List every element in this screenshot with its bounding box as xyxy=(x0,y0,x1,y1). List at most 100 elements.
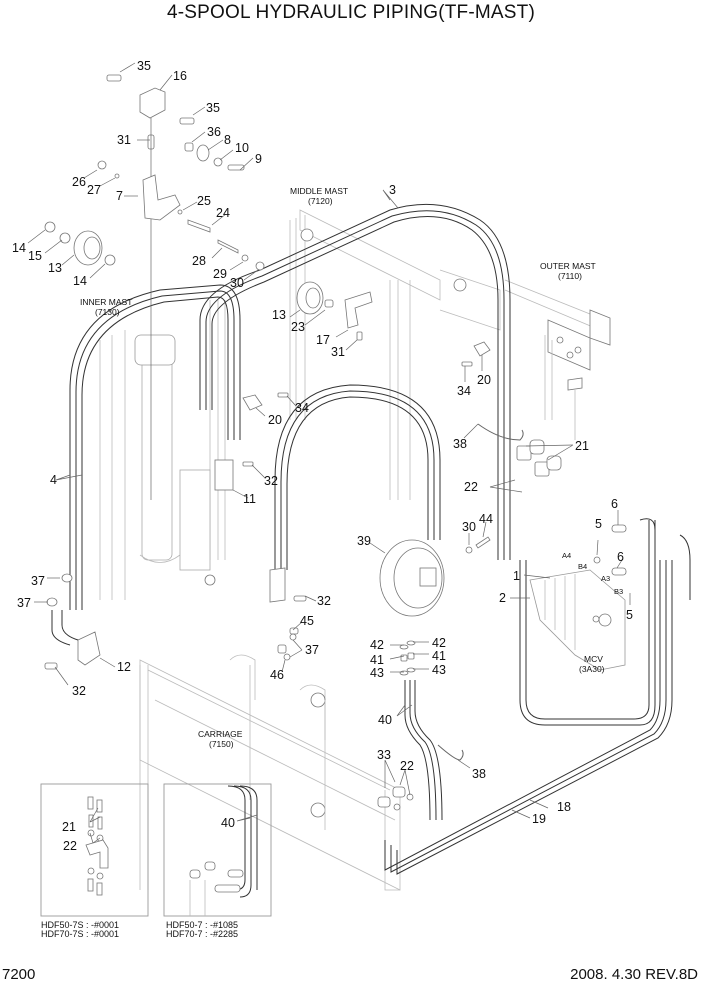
middle-mast-code: (7120) xyxy=(308,196,333,206)
callout-20: 20 xyxy=(268,413,282,427)
callout-38: 38 xyxy=(472,767,486,781)
callout-28: 28 xyxy=(192,254,206,268)
outer-mast-label: OUTER MAST xyxy=(540,261,596,271)
callout-43: 43 xyxy=(432,663,446,677)
assembly-labels: MIDDLE MAST (7120) OUTER MAST (7110) INN… xyxy=(80,186,605,749)
callout-21: 21 xyxy=(62,820,76,834)
callout-14: 14 xyxy=(12,241,26,255)
callout-30: 30 xyxy=(462,520,476,534)
callout-30: 30 xyxy=(230,276,244,290)
middle-mast-structure xyxy=(289,209,501,500)
inset-left-note-1: HDF50-7S : -#0001 xyxy=(41,920,119,930)
callout-31: 31 xyxy=(331,345,345,359)
callout-37: 37 xyxy=(305,643,319,657)
callout-41: 41 xyxy=(432,649,446,663)
port-labels: A4 B4 A3 B3 xyxy=(562,551,623,596)
callout-1: 1 xyxy=(513,569,520,583)
callout-6: 6 xyxy=(617,550,624,564)
callout-11: 11 xyxy=(243,492,256,506)
callout-35: 35 xyxy=(137,59,151,73)
callout-22: 22 xyxy=(63,839,77,853)
callout-38: 38 xyxy=(453,437,467,451)
callout-24: 24 xyxy=(216,206,230,220)
callout-46: 46 xyxy=(270,668,284,682)
callout-22: 22 xyxy=(464,480,478,494)
callout-42: 42 xyxy=(370,638,384,652)
callout-2: 2 xyxy=(499,591,506,605)
inset-notes: HDF50-7S : -#0001 HDF70-7S : -#0001 HDF5… xyxy=(41,920,238,939)
callout-8: 8 xyxy=(224,133,231,147)
carriage-label: CARRIAGE xyxy=(198,729,243,739)
callout-43: 43 xyxy=(370,666,384,680)
callout-39: 39 xyxy=(357,534,371,548)
leader-lines xyxy=(27,62,631,844)
mcv-label: MCV xyxy=(584,654,603,664)
callout-34: 34 xyxy=(295,401,309,415)
callout-25: 25 xyxy=(197,194,211,208)
callout-27: 27 xyxy=(87,183,101,197)
outer-mast-structure xyxy=(504,279,611,440)
callout-6: 6 xyxy=(611,497,618,511)
middle-mast-label: MIDDLE MAST xyxy=(290,186,348,196)
callout-34: 34 xyxy=(457,384,471,398)
callout-14: 14 xyxy=(73,274,87,288)
inner-mast-structure xyxy=(99,300,226,600)
callout-29: 29 xyxy=(213,267,227,281)
callout-13: 13 xyxy=(48,261,62,275)
callout-45: 45 xyxy=(300,614,314,628)
callout-31: 31 xyxy=(117,133,131,147)
callout-4: 4 xyxy=(50,473,57,487)
port-label-a4: A4 xyxy=(562,551,571,560)
callout-9: 9 xyxy=(255,152,262,166)
mcv-code: (3A30) xyxy=(579,664,605,674)
inset-left xyxy=(40,783,149,917)
callout-32: 32 xyxy=(317,594,331,608)
outer-mast-code: (7110) xyxy=(558,271,582,281)
callout-13: 13 xyxy=(272,308,286,322)
callout-10: 10 xyxy=(235,141,249,155)
callout-33: 33 xyxy=(377,748,391,762)
inset-right-note-2: HDF70-7 : -#2285 xyxy=(166,929,238,939)
callout-18: 18 xyxy=(557,800,571,814)
port-label-b4: B4 xyxy=(578,562,587,571)
callout-26: 26 xyxy=(72,175,86,189)
inset-left-note-2: HDF70-7S : -#0001 xyxy=(41,929,119,939)
callout-15: 15 xyxy=(28,249,42,263)
callout-3: 3 xyxy=(389,183,396,197)
callout-23: 23 xyxy=(291,320,305,334)
callout-16: 16 xyxy=(173,69,187,83)
callout-40: 40 xyxy=(378,713,392,727)
port-label-b3: B3 xyxy=(614,587,623,596)
callout-41: 41 xyxy=(370,653,384,667)
callout-7: 7 xyxy=(116,189,123,203)
callout-37: 37 xyxy=(17,596,31,610)
inner-mast-label: INNER MAST xyxy=(80,297,132,307)
callout-32: 32 xyxy=(264,474,278,488)
callout-5: 5 xyxy=(595,517,602,531)
callout-20: 20 xyxy=(477,373,491,387)
callout-44: 44 xyxy=(479,512,493,526)
callouts: 35 16 35 31 36 8 10 9 26 27 7 25 24 14 1… xyxy=(12,59,633,853)
inset-right xyxy=(163,783,272,917)
date-revision: 2008. 4.30 REV.8D xyxy=(570,966,698,983)
inner-mast-code: (7130) xyxy=(95,307,120,317)
callout-21: 21 xyxy=(575,439,589,453)
drawing-title: 4-SPOOL HYDRAULIC PIPING(TF-MAST) xyxy=(167,2,535,23)
callout-40: 40 xyxy=(221,816,235,830)
callout-19: 19 xyxy=(532,812,546,826)
callout-17: 17 xyxy=(316,333,330,347)
callout-37: 37 xyxy=(31,574,45,588)
parts xyxy=(44,74,627,811)
hoses xyxy=(69,203,691,875)
callout-36: 36 xyxy=(207,125,221,139)
callout-22: 22 xyxy=(400,759,414,773)
inset-right-note-1: HDF50-7 : -#1085 xyxy=(166,920,238,930)
carriage-code: (7150) xyxy=(209,739,234,749)
callout-5: 5 xyxy=(626,608,633,622)
callout-42: 42 xyxy=(432,636,446,650)
callout-12: 12 xyxy=(117,660,131,674)
callout-32: 32 xyxy=(72,684,86,698)
port-label-a3: A3 xyxy=(601,574,610,583)
page-code: 7200 xyxy=(2,966,36,983)
